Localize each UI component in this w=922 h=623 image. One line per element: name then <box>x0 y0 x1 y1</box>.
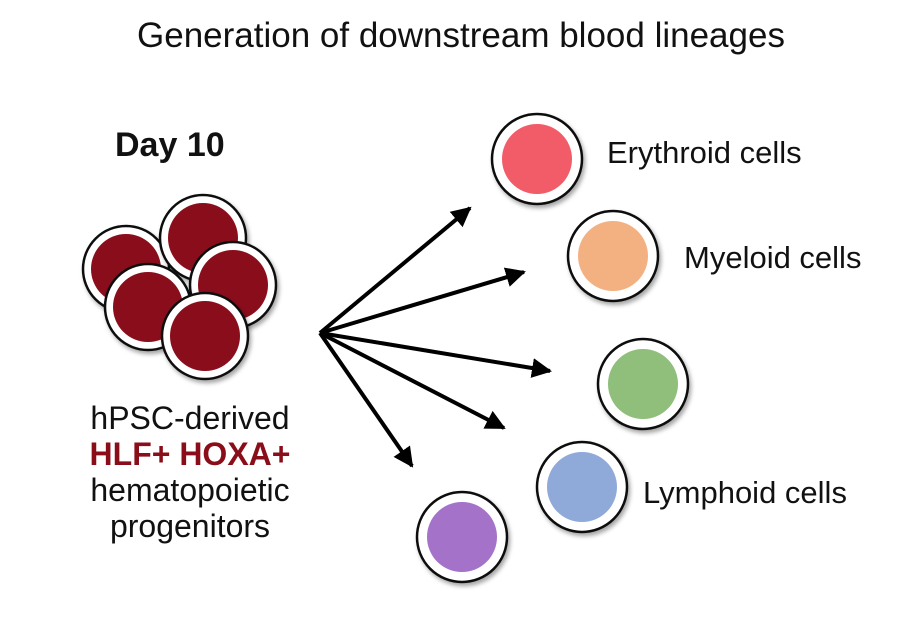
arrow-to-myeloid <box>319 267 526 335</box>
arrow-to-green-cell <box>319 331 552 378</box>
progenitor-cluster <box>81 193 278 381</box>
arrow-to-purple-cell <box>318 331 414 468</box>
purple-cell <box>415 490 509 584</box>
green-cell <box>596 337 690 431</box>
progenitor-caption: hPSC-derived HLF+ HOXA+ hematopoietic pr… <box>40 400 340 544</box>
lymphoid-label: Lymphoid cells <box>643 475 847 510</box>
lymphoid-cell <box>535 440 629 534</box>
erythroid-cell <box>490 112 584 206</box>
caption-line-3: hematopoietic <box>90 472 290 508</box>
arrow-to-erythroid <box>318 206 472 335</box>
erythroid-label: Erythroid cells <box>607 135 802 170</box>
myeloid-cell <box>566 209 660 303</box>
caption-line-1: hPSC-derived <box>90 400 290 436</box>
myeloid-label: Myeloid cells <box>684 240 862 275</box>
day-label: Day 10 <box>115 126 225 164</box>
caption-marker-line: HLF+ HOXA+ <box>89 436 291 472</box>
differentiation-arrows <box>318 206 552 468</box>
arrow-to-lymphoid <box>319 331 506 430</box>
diagram-title: Generation of downstream blood lineages <box>137 16 785 55</box>
progenitor-cell <box>160 291 250 381</box>
caption-line-4: progenitors <box>109 508 271 544</box>
